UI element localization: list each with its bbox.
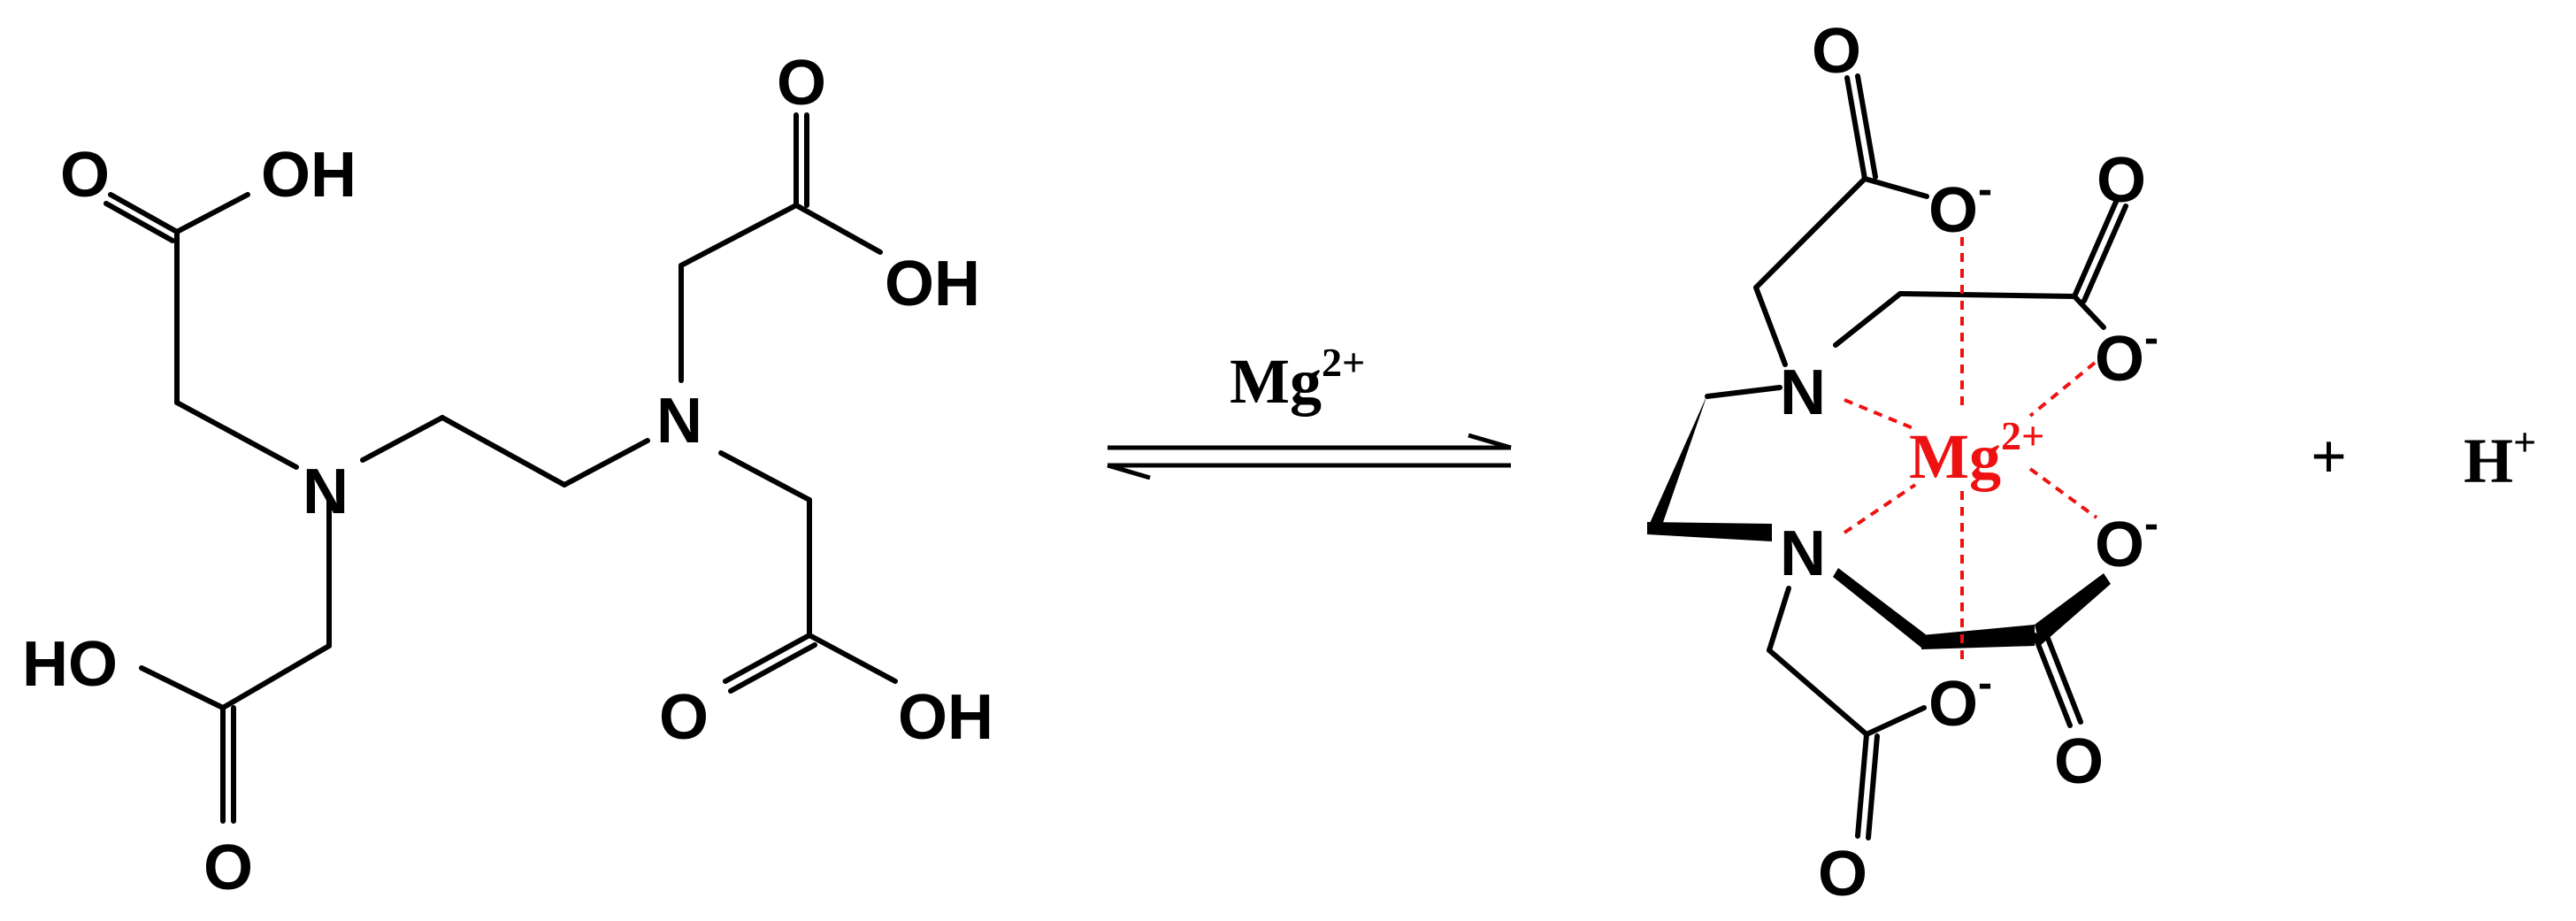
hydroxyl-label: HO (22, 629, 118, 700)
carboxylate-oxide-label: O- (2095, 315, 2158, 395)
carboxylate-oxide-label: O- (1928, 166, 1992, 246)
carbonyl-oxygen-label: O (777, 48, 826, 119)
carboxylate-oxygen-label: O (1818, 839, 1867, 909)
mg-edta-complex: O O- O O- N N Mg2+ O- O- O O (1647, 16, 2158, 909)
reagent-label: Mg2+ (1230, 340, 1365, 417)
carboxylate-oxygen-label: O (2054, 726, 2104, 797)
carboxylate-oxygen-label: O (2097, 145, 2146, 216)
proton-label: H+ (2464, 419, 2536, 496)
magnesium-ion-label: Mg2+ (1909, 413, 2044, 492)
carboxylate-oxide-label: O- (1928, 660, 1992, 740)
carbonyl-oxygen-label: O (203, 833, 253, 903)
hydroxyl-label: OH (261, 140, 356, 211)
complex-bonds (1647, 73, 2128, 840)
carbonyl-oxygen-label: O (60, 140, 110, 211)
nitrogen-label: N (656, 386, 702, 457)
carboxylate-oxide-label: O- (2095, 501, 2158, 580)
edta-bonds (104, 112, 898, 824)
nitrogen-label: N (303, 457, 349, 527)
nitrogen-label: N (1780, 518, 1826, 589)
equilibrium-arrow: Mg2+ (1107, 340, 1512, 480)
nitrogen-label: N (1780, 357, 1826, 428)
coordination-bonds (1843, 237, 2098, 665)
hydroxyl-label: OH (885, 249, 980, 319)
plus-sign: + (2311, 421, 2347, 492)
hydroxyl-label: OH (898, 682, 993, 753)
carboxylate-oxygen-label: O (1812, 16, 1861, 87)
edta-molecule: O OH O OH N N HO O O OH (22, 48, 993, 903)
carbonyl-oxygen-label: O (659, 682, 709, 753)
